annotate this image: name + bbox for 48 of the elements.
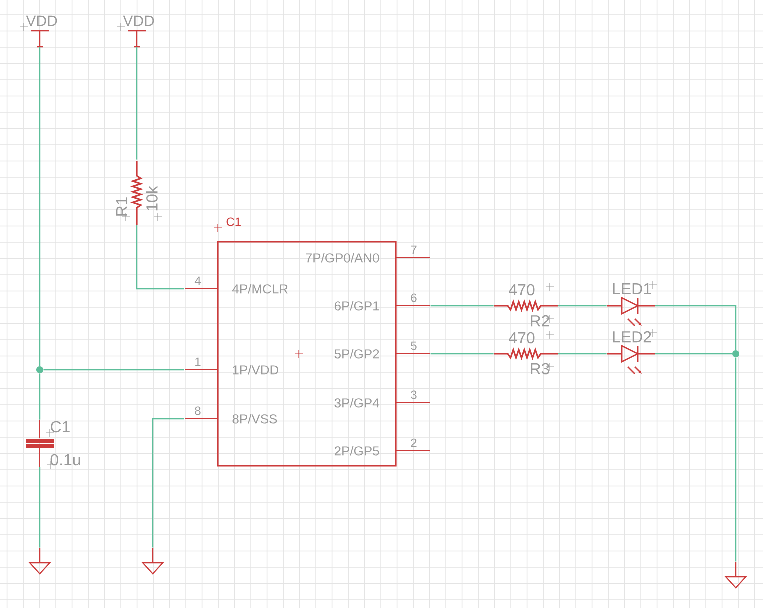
wire (152, 418, 184, 548)
reference-label: R1 (116, 198, 128, 216)
junction-dot (732, 350, 740, 358)
ground-symbol (725, 561, 748, 589)
pin-label: 4P/MCLR (232, 284, 288, 294)
pin-number: 5 (411, 342, 417, 350)
pin-number: 8 (195, 406, 201, 416)
wire (39, 47, 41, 366)
value-label: 10k (146, 186, 158, 211)
wire (136, 225, 184, 290)
pin-label: 5P/GP2 (334, 349, 380, 359)
ground-symbol (29, 547, 52, 575)
reference-label: LED2 (613, 331, 652, 343)
pin-label: 6P/GP1 (334, 301, 380, 311)
pin-number: 4 (194, 276, 201, 286)
wire (655, 353, 732, 355)
pin-number: 1 (196, 358, 201, 366)
ground-symbol (142, 547, 164, 575)
supply-label: VDD (123, 16, 154, 26)
value-label: 470 (509, 332, 535, 344)
wire (44, 369, 184, 371)
reference-label: C1 (51, 421, 70, 433)
pin-label: 1P/VDD (233, 365, 279, 375)
pin-number: 2 (411, 438, 417, 448)
wire (558, 353, 607, 355)
pin-number: 3 (411, 390, 417, 400)
wire (39, 374, 41, 420)
reference-label: C1 (226, 218, 241, 226)
pin-number: 6 (411, 294, 417, 302)
reference-label: R3 (531, 363, 550, 375)
pin-label: 2P/GP5 (334, 446, 380, 456)
wire (430, 305, 494, 307)
wire (735, 358, 737, 562)
pin-label: 8P/VSS (232, 414, 278, 424)
reference-label: LED1 (613, 284, 652, 294)
reference-label: R2 (531, 315, 550, 327)
pin-label: 3P/GP4 (334, 398, 380, 408)
junction-dot (36, 366, 44, 374)
wire (136, 47, 138, 160)
wire (558, 305, 607, 307)
wire (430, 353, 494, 355)
wire (39, 467, 41, 548)
pin-label: 7P/GP0/AN0 (306, 253, 380, 263)
value-label: 470 (509, 284, 535, 296)
pin-number: 7 (411, 246, 417, 254)
value-label: 0.1u (50, 454, 80, 466)
supply-label: VDD (26, 16, 58, 26)
wire (655, 305, 737, 350)
